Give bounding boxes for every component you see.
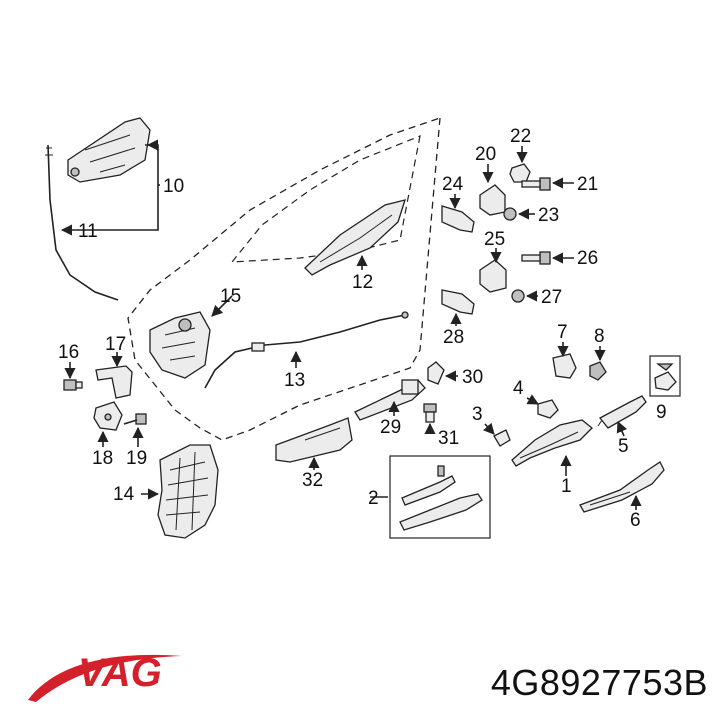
part-31-bolt: [423, 403, 437, 423]
callout-labels: 10 11 12 13 14 15 16 17 18 19 20 21 22 2…: [58, 126, 667, 531]
part-4-cover: [537, 399, 559, 419]
callout-31: 31: [438, 428, 459, 449]
part-32-handle-carrier: [275, 417, 353, 463]
callout-19: 19: [126, 448, 147, 469]
part-8-component: [589, 361, 607, 381]
part-27-bushing: [511, 289, 525, 303]
callout-24: 24: [442, 174, 464, 195]
part-5-handle-frame: [597, 395, 647, 429]
part-17-bracket: [95, 365, 133, 399]
callout-22: 22: [510, 126, 531, 147]
part-29-door-check: [354, 379, 426, 421]
part-22-nut: [509, 163, 531, 183]
door-outline: [127, 117, 441, 441]
callout-14: 14: [113, 484, 135, 505]
part-20-hinge: [479, 184, 506, 216]
callout-13: 13: [284, 370, 305, 391]
logo-swoosh: [28, 654, 182, 702]
callout-21: 21: [577, 174, 598, 195]
callout-30: 30: [462, 367, 483, 388]
part-1-outer-handle: [511, 419, 593, 467]
part-21-bolt: [521, 177, 551, 191]
part-30-grommet: [427, 361, 445, 385]
callout-11: 11: [78, 221, 98, 242]
callout-7: 7: [557, 322, 568, 343]
part-28-hinge-plate: [441, 289, 475, 315]
part-25-hinge: [479, 259, 507, 293]
part-2-handle-kit: [389, 455, 491, 539]
part-10-lock-actuator: [67, 117, 151, 183]
part-24-hinge-plate: [441, 205, 475, 233]
callout-6: 6: [630, 510, 641, 531]
callout-28: 28: [443, 327, 464, 348]
callout-32: 32: [302, 470, 323, 491]
callout-27: 27: [541, 287, 562, 308]
callout-4: 4: [513, 378, 524, 399]
callout-26: 26: [577, 248, 598, 269]
callout-23: 23: [538, 205, 559, 226]
part-16-bolt: [63, 379, 83, 391]
callout-5: 5: [618, 436, 629, 457]
callout-9: 9: [656, 402, 667, 423]
brand-name: VAG: [78, 651, 162, 695]
part-13-release-cable: [204, 314, 406, 389]
callout-10: 10: [163, 176, 184, 197]
callout-1: 1: [561, 476, 572, 497]
part-12-window-guide: [304, 199, 406, 276]
callout-18: 18: [92, 448, 113, 469]
callout-25: 25: [484, 229, 505, 250]
part-9-component: [649, 355, 681, 397]
part-23-bushing: [503, 207, 517, 221]
callout-16: 16: [58, 342, 79, 363]
callout-15: 15: [220, 286, 241, 307]
part-26-bolt: [521, 251, 551, 265]
callout-3: 3: [472, 404, 483, 425]
door-window-outline: [230, 135, 421, 263]
callout-2: 2: [368, 488, 379, 509]
callout-20: 20: [475, 144, 496, 165]
part-19-screw: [123, 413, 147, 425]
part-14-module-carrier: [157, 444, 219, 539]
part-number: 4G8927753B: [490, 662, 708, 703]
callout-29: 29: [380, 417, 401, 438]
part-3-cap: [493, 429, 511, 447]
callout-17: 17: [105, 334, 126, 355]
part-15-door-latch: [149, 311, 211, 379]
part-11-cable: [47, 144, 119, 301]
callout-8: 8: [594, 326, 605, 347]
callout-12: 12: [352, 272, 373, 293]
vag-logo: VAG: [28, 651, 182, 702]
part-6-handle-seal: [579, 461, 665, 513]
part-7-component: [552, 353, 577, 379]
